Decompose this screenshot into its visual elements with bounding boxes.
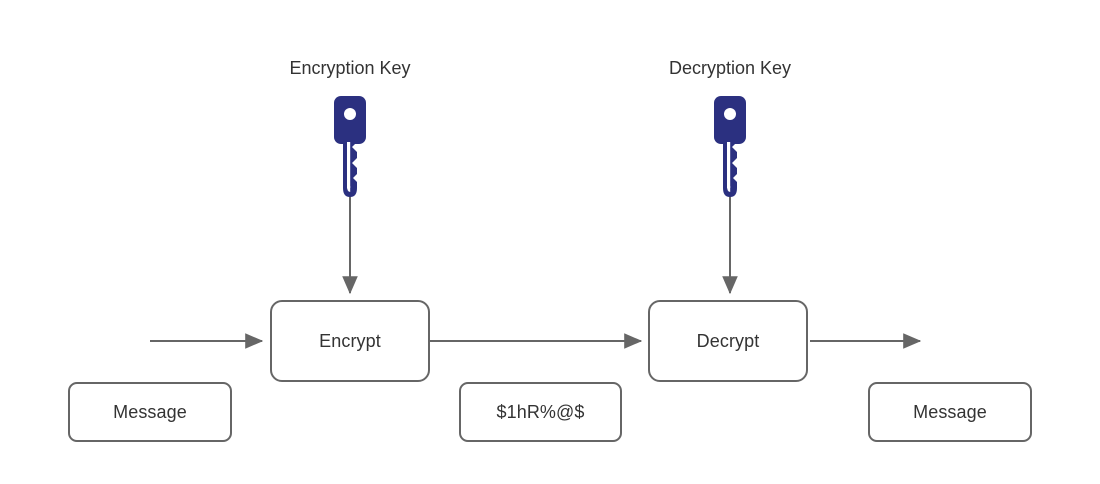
encrypt-node-label: Encrypt (319, 331, 381, 351)
message-output-node[interactable]: Message (868, 382, 1032, 442)
encryption-key-icon (326, 96, 374, 198)
message-input-node[interactable]: Message (68, 382, 232, 442)
message-input-label: Message (113, 402, 187, 422)
ciphertext-node[interactable]: $1hR%@$ (459, 382, 622, 442)
encryption-key-label: Encryption Key (289, 58, 411, 78)
decryption-key-label: Decryption Key (668, 58, 792, 78)
decrypt-node-label: Decrypt (696, 331, 760, 351)
encrypt-node[interactable]: Encrypt (270, 300, 430, 382)
decrypt-node[interactable]: Decrypt (648, 300, 808, 382)
ciphertext-label: $1hR%@$ (496, 402, 585, 422)
decryption-key-icon (706, 96, 754, 198)
message-output-label: Message (913, 402, 987, 422)
